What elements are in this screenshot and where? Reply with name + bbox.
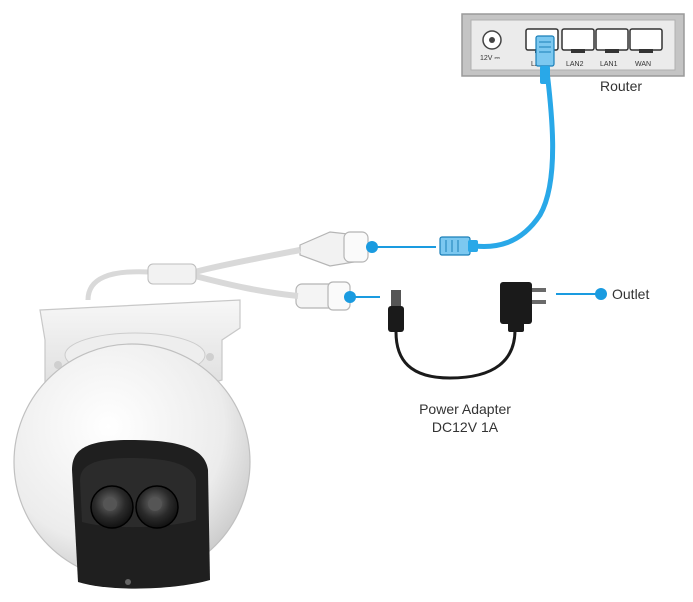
dc-plug-icon <box>388 290 404 332</box>
router-port-lan2: LAN2 <box>561 28 595 68</box>
port-label-lan1: LAN1 <box>600 61 618 68</box>
power-callout-dot <box>344 291 356 303</box>
port-label-lan2: LAN2 <box>566 61 584 68</box>
router-port-lan1: LAN1 <box>595 28 629 68</box>
outlet-callout-dot <box>595 288 607 300</box>
ethernet-cable <box>472 52 556 249</box>
bracket-screw-icon <box>54 361 62 369</box>
outlet-label: Outlet <box>612 286 650 302</box>
adapter-label-line1: Power Adapter <box>419 401 511 417</box>
camera-network-connector <box>299 231 369 267</box>
ethernet-plug-camera-end-icon <box>439 236 478 256</box>
network-callout-dot <box>366 241 378 253</box>
camera-cable-lower <box>194 273 299 299</box>
router-port-wan: WAN <box>629 28 663 68</box>
cable-splitter <box>147 263 197 285</box>
router-icon: 12V ⎓ LAN3 LAN2 LAN1 WAN <box>461 13 685 77</box>
adapter-cable <box>394 329 517 380</box>
camera-cable-stem <box>85 269 151 301</box>
router-label: Router <box>600 78 643 94</box>
adapter-label-line2: DC12V 1A <box>431 419 499 435</box>
camera-power-connector <box>295 281 351 311</box>
camera-cable-upper <box>194 247 301 275</box>
router-power-label: 12V ⎓ <box>480 55 500 62</box>
port-label-wan: WAN <box>635 61 651 68</box>
camera-icon <box>13 299 251 589</box>
ethernet-plug-icon <box>535 35 555 84</box>
power-adapter-icon <box>500 282 546 332</box>
bracket-screw-icon <box>206 353 214 361</box>
